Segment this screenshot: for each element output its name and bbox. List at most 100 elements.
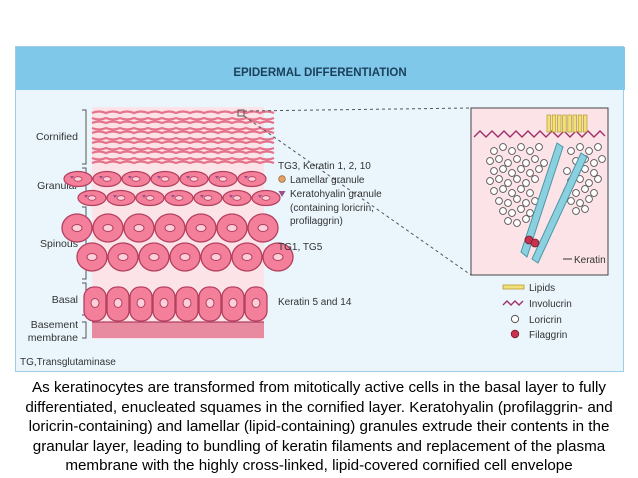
loricrin-granule	[495, 175, 503, 183]
cornified-squame	[91, 116, 275, 121]
nucleus	[113, 298, 123, 308]
loricrin-granule	[540, 159, 548, 167]
involucrin-strand	[473, 130, 606, 138]
loricrin-granule	[572, 189, 580, 197]
loricrin-granule	[508, 209, 516, 217]
nucleus	[228, 298, 238, 308]
spinous-layer	[61, 213, 294, 272]
zoom-line-top	[243, 107, 472, 112]
zoom-marker	[237, 109, 245, 117]
figure-header	[16, 47, 625, 90]
nucleus	[164, 224, 176, 232]
cornified-squame	[91, 126, 275, 131]
cornified-layer	[91, 110, 275, 165]
nucleus	[131, 176, 141, 182]
filaggrin-granule	[530, 238, 540, 248]
keratohyalin-granule	[142, 195, 146, 198]
filaggrin-legend-icon	[510, 329, 520, 339]
nucleus	[71, 224, 83, 232]
loricrin-granule	[594, 143, 602, 151]
loricrin-granule	[526, 147, 534, 155]
annotation-keratin-5-14: Keratin 5 and 14	[278, 297, 352, 308]
loricrin-granule	[567, 197, 575, 205]
lipid	[572, 114, 577, 133]
loricrin-granule	[513, 195, 521, 203]
loricrin-granule	[490, 187, 498, 195]
nucleus	[218, 176, 228, 182]
keratohyalin-granule	[128, 176, 132, 179]
layer-label-spinous: Spinous	[40, 238, 78, 250]
nucleus	[90, 298, 100, 308]
nucleus	[86, 253, 98, 261]
lipid-bilayer	[546, 114, 588, 133]
keratohyalin-granule	[99, 176, 103, 179]
lipid	[577, 114, 583, 133]
nucleus	[145, 195, 155, 201]
loricrin-granule	[576, 143, 584, 151]
loricrin-granule	[504, 179, 512, 187]
nucleus	[251, 298, 261, 308]
loricrin-granule	[504, 217, 512, 225]
nucleus	[179, 253, 191, 261]
layer-label-basement: Basement	[31, 319, 78, 331]
cornified-squame	[91, 120, 275, 125]
layer-label-basal: Basal	[52, 294, 78, 306]
loricrin-granule	[513, 175, 521, 183]
epidermis-tissue	[61, 107, 294, 339]
nucleus	[272, 253, 284, 261]
loricrin-granule	[526, 209, 534, 217]
nucleus	[160, 176, 170, 182]
cornified-squame	[91, 156, 275, 161]
loricrin-granule	[522, 215, 530, 223]
loricrin-granule	[563, 167, 571, 175]
cornified-squame	[91, 110, 275, 115]
nucleus	[102, 176, 112, 182]
inset-panel: Keratin	[470, 107, 609, 276]
loricrin-granule	[508, 189, 516, 197]
loricrin-granule	[499, 207, 507, 215]
annotation-keratohyalin: Keratohyalin granule	[290, 189, 382, 200]
footnote-transglutaminase: TG,Transglutaminase	[20, 357, 116, 368]
annotation-lamellar: Lamellar granule	[290, 175, 365, 186]
cornified-squame	[91, 130, 275, 135]
cornified-squame	[91, 150, 275, 155]
legend-lipids: Lipids	[529, 283, 555, 294]
nucleus	[261, 195, 271, 201]
loricrin-granule	[581, 205, 589, 213]
loricrin-granule	[517, 165, 525, 173]
annotation-containing-line2: profilaggrin)	[290, 216, 343, 227]
keratohyalin-granule	[113, 195, 117, 198]
keratohyalin-granule	[215, 176, 219, 179]
nucleus	[117, 253, 129, 261]
cornified-squame	[91, 140, 275, 145]
legend-involucrin: Involucrin	[529, 299, 572, 310]
granular-layer	[63, 170, 281, 207]
keratohyalin-granule	[157, 176, 161, 179]
keratohyalin-granule	[171, 195, 175, 198]
loricrin-granule	[495, 155, 503, 163]
nucleus	[241, 253, 253, 261]
lipid	[583, 114, 588, 133]
loricrin-granule	[594, 175, 602, 183]
nucleus	[182, 298, 192, 308]
layer-label-membrane: membrane	[28, 332, 78, 344]
nucleus	[247, 176, 257, 182]
loricrin-granule	[581, 185, 589, 193]
loricrin-granule	[499, 185, 507, 193]
cornified-squame	[91, 160, 275, 165]
nucleus	[189, 176, 199, 182]
loricrin-granule	[585, 147, 593, 155]
loricrin-granule	[535, 165, 543, 173]
cornified-squame	[91, 146, 275, 151]
lipid	[546, 114, 551, 133]
loricrin-granule	[598, 155, 606, 163]
keratohyalin-granule	[84, 195, 88, 198]
nucleus	[136, 298, 146, 308]
keratohyalin-granule	[186, 176, 190, 179]
legend: Lipids Involucrin Loricrin Filaggrin	[502, 283, 572, 341]
lipid	[562, 114, 567, 133]
keratohyalin-granule	[70, 176, 74, 179]
nucleus	[116, 195, 126, 201]
loricrin-granule	[508, 169, 516, 177]
lipids-legend-icon	[502, 284, 525, 290]
